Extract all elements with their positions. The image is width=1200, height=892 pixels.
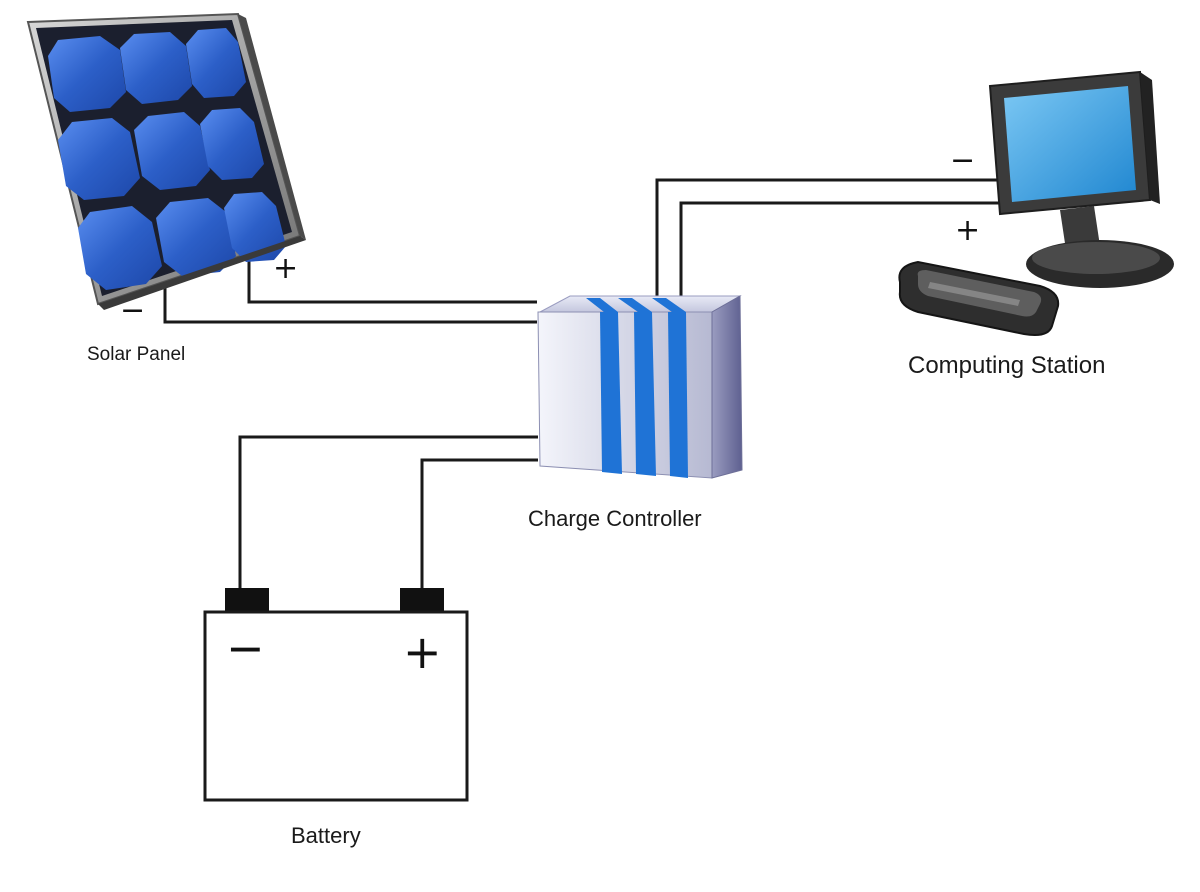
computer-monitor-icon (988, 70, 1174, 288)
computer-negative-sign: − (950, 143, 975, 178)
computing-station-label: Computing Station (908, 352, 1105, 379)
battery-negative-terminal (225, 588, 269, 614)
controller-stripes (600, 312, 688, 478)
solar-panel-label: Solar Panel (87, 344, 185, 365)
computer-positive-sign: + (955, 213, 980, 248)
wires (163, 178, 1000, 588)
wire-solar-negative (163, 285, 537, 324)
battery-label: Battery (291, 823, 361, 848)
keyboard-icon (898, 260, 1060, 336)
wire-computer-negative (655, 178, 1000, 298)
battery-positive-terminal (400, 588, 444, 614)
battery-negative-sign: − (226, 621, 265, 675)
wire-battery-positive (420, 458, 538, 588)
charge-controller-label: Charge Controller (528, 506, 702, 531)
battery-icon (203, 588, 469, 802)
wire-solar-positive (247, 250, 537, 304)
solar-panel-cells (48, 28, 286, 290)
battery-body (203, 610, 469, 802)
battery-positive-sign: + (403, 625, 442, 679)
wire-battery-negative (238, 435, 538, 588)
charge-controller-icon (537, 295, 743, 479)
solar-positive-sign: + (273, 251, 298, 286)
solar-negative-sign: − (120, 293, 145, 328)
wire-computer-positive (679, 201, 1000, 298)
solar-panel-icon (26, 12, 306, 310)
